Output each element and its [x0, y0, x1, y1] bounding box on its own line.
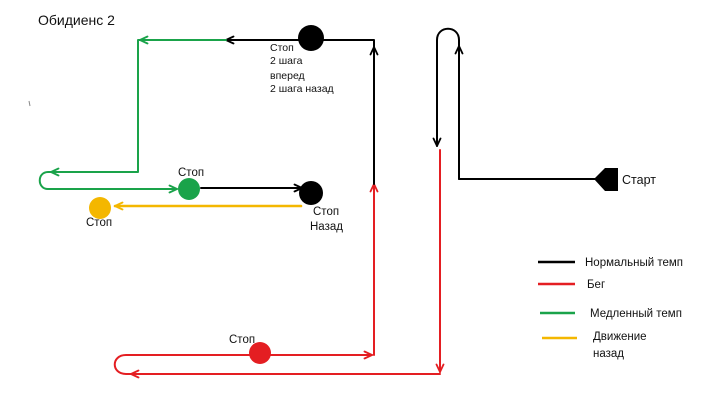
stop-note-top-line-3: вперед	[270, 70, 305, 82]
legend-label-back-line-1: Движение	[593, 331, 647, 343]
route-normal-top-left	[225, 35, 375, 48]
legend-label-run: Бег	[587, 279, 605, 291]
stop-marker-top	[298, 25, 324, 51]
stop-label-right-line-2: Назад	[310, 221, 343, 233]
stop-label-green: Стоп	[178, 167, 204, 179]
stop-marker-right	[299, 181, 323, 205]
stop-marker-red	[249, 342, 271, 364]
stray-mark	[28, 100, 31, 107]
stop-label-red: Стоп	[229, 334, 255, 346]
legend-label-normal: Нормальный темп	[585, 257, 683, 269]
diagram-title: Обидиенс 2	[38, 12, 115, 28]
route-slow-down-left	[50, 39, 141, 177]
stop-marker-yellow	[89, 197, 111, 219]
legend: Нормальный темп Бег Медленный темп Движе…	[538, 257, 683, 360]
stop-note-top-line-2: 2 шага	[270, 55, 303, 67]
start-arrow-icon	[594, 168, 618, 191]
legend-label-back-line-2: назад	[593, 348, 624, 360]
stop-marker-green	[178, 178, 200, 200]
stop-note-top-line-4: 2 шага назад	[270, 83, 334, 95]
route-top-turn-down	[432, 27, 460, 147]
stop-label-yellow: Стоп	[86, 217, 112, 229]
stop-label-right-line-1: Стоп	[313, 206, 339, 218]
route-slow-left-turn	[38, 171, 178, 194]
stop-note-top-line-1: Стоп	[270, 42, 294, 54]
route-run-left-turn	[113, 350, 373, 375]
start-label: Старт	[622, 173, 656, 187]
legend-label-slow: Медленный темп	[590, 308, 682, 320]
